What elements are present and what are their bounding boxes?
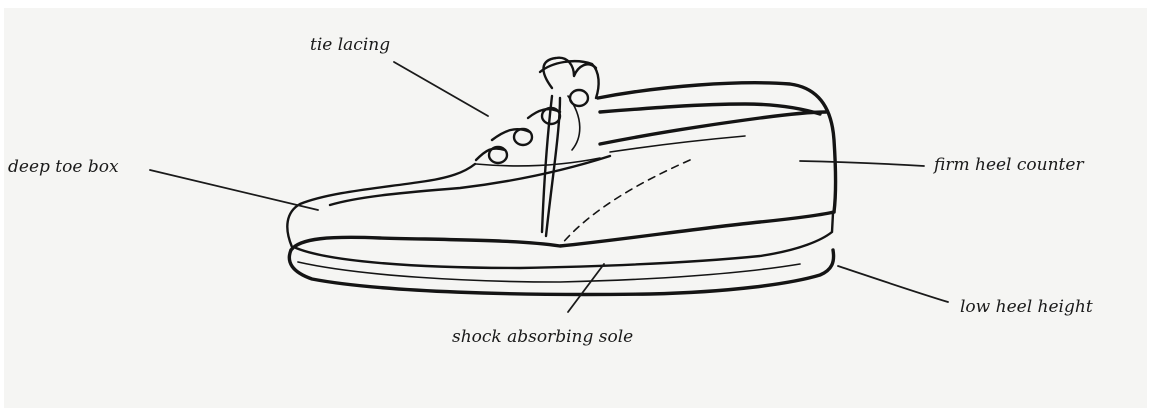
label-low-heel-height: low heel height [960,297,1093,317]
label-firm-heel-counter: firm heel counter [932,155,1084,175]
label-shock-absorbing-sole: shock absorbing sole [452,327,633,347]
label-deep-toe-box: deep toe box [8,157,119,177]
paper-background [4,8,1147,408]
label-tie-lacing: tie lacing [310,35,390,55]
